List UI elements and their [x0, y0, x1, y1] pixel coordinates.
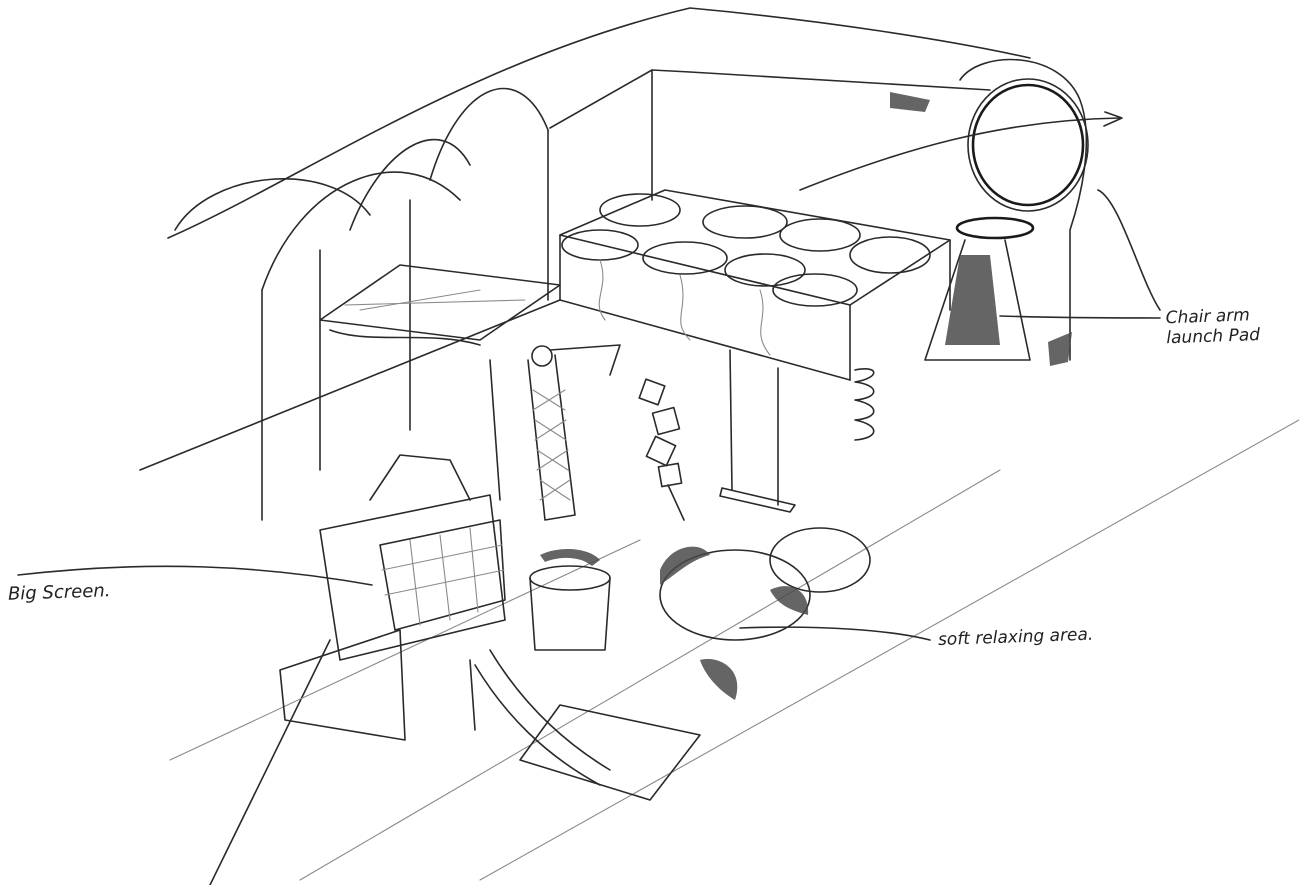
- end-portal: [799, 58, 1123, 366]
- slide: [469, 649, 701, 801]
- mezzanine: [319, 264, 561, 501]
- vaulted-roof: [139, 7, 1299, 885]
- big-screen-structure: [279, 454, 506, 741]
- pod-grid: [559, 189, 951, 381]
- spiral-tube: [529, 548, 611, 651]
- launch-pad: [924, 216, 1035, 361]
- springs: [854, 368, 875, 441]
- big-screen-annotation: Big Screen.: [7, 580, 111, 605]
- launch-pad-annotation: Chair arm launch Pad: [1165, 305, 1261, 348]
- soft-cushions: [659, 527, 871, 700]
- leader-lines: [17, 189, 1161, 641]
- swing: [719, 349, 796, 513]
- hanging-cubes: [638, 378, 685, 521]
- crane-tower: [527, 344, 621, 521]
